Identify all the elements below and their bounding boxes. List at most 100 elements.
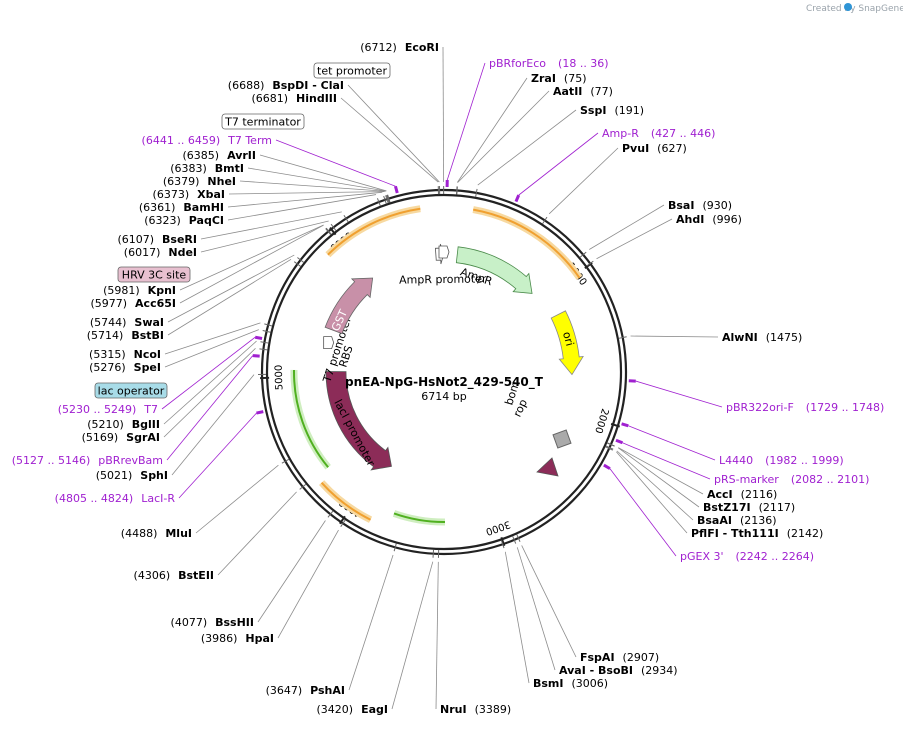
site-label-sgrai: (5169) SgrAI	[82, 431, 160, 444]
feature-box-label: T7 terminator	[224, 116, 301, 129]
enzyme-position: (191)	[614, 104, 644, 117]
site-label-text: AhdI(996)	[676, 213, 742, 226]
primer-name: pRS-marker	[714, 473, 779, 486]
leader-line	[200, 211, 342, 240]
enzyme-name: EagI	[361, 703, 388, 716]
primer-label-text: (6441 .. 6459)T7 Term	[142, 134, 272, 147]
site-mark	[264, 323, 273, 327]
enzyme-name: HindIII	[296, 92, 337, 105]
enzyme-position: (5714)	[87, 329, 124, 342]
site-mark	[297, 257, 305, 263]
site-mark	[259, 348, 268, 351]
enzyme-position: (5169)	[82, 431, 119, 444]
feature-box-t7-terminator: T7 terminator	[221, 113, 305, 130]
leader-line	[163, 340, 257, 425]
enzyme-position: (5744)	[90, 316, 127, 329]
site-label-text: (5315)NcoI	[89, 348, 161, 361]
primer-pbr322ori-f: pBR322ori-F(1729 .. 1748)	[726, 401, 884, 414]
enzyme-position: (77)	[590, 85, 613, 98]
site-mark	[293, 261, 301, 267]
enzyme-name: BssHII	[215, 616, 254, 629]
site-label-nhei: (6379)NheI	[163, 175, 236, 188]
site-label-text: (6688)BspDI - ClaI	[228, 79, 344, 92]
enzyme-position: (5977)	[90, 297, 127, 310]
site-label-mlui: (4488)MluI	[121, 527, 192, 540]
site-label-bstz17i: BstZ17I(2117)	[703, 501, 795, 514]
site-label-bsteii: (4306) BstEII	[134, 569, 214, 582]
site-mark	[325, 228, 332, 236]
enzyme-position: (2136)	[740, 514, 777, 527]
primer-mark	[256, 410, 264, 415]
site-label-text: PvuI(627)	[622, 142, 687, 155]
leader-line	[164, 322, 261, 355]
site-mark	[475, 188, 478, 197]
site-label-acci: AccI(2116)	[707, 488, 777, 501]
enzyme-name: EcoRI	[405, 41, 439, 54]
site-label-avrii: (6385)AvrII	[183, 149, 256, 162]
leader-line	[164, 329, 259, 368]
site-label-bseri: (6107)BseRI	[117, 233, 197, 246]
enzyme-position: (2117)	[759, 501, 796, 514]
leader-line	[227, 194, 377, 221]
promoter-arrow	[323, 336, 335, 349]
enzyme-name: FspAI	[580, 651, 615, 664]
site-label-text: (4488)MluI	[121, 527, 192, 540]
primer-range: (427 .. 446)	[651, 127, 716, 140]
site-label-pshai: (3647)PshAI	[266, 684, 345, 697]
primer-label-text: pBR322ori-F(1729 .. 1748)	[726, 401, 884, 414]
primer-mark	[514, 194, 521, 203]
primer-range: (18 .. 36)	[558, 57, 609, 70]
site-label-text: (5276)SpeI	[89, 361, 161, 374]
feature-box-label: tet promoter	[317, 65, 387, 78]
enzyme-name: AhdI	[676, 213, 704, 226]
enzyme-name: BamHI	[183, 201, 224, 214]
orf-arc	[320, 481, 371, 521]
enzyme-name: BstEII	[178, 569, 214, 582]
primer-l4440: L4440(1982 .. 1999)	[719, 454, 844, 467]
gst-arrow	[324, 277, 374, 335]
site-label-text: AatII(77)	[553, 85, 613, 98]
enzyme-name: SspI	[580, 104, 606, 117]
tick-label: 2000	[592, 407, 610, 435]
enzyme-name: XbaI	[197, 188, 225, 201]
site-label-swai: (5744)SwaI	[90, 316, 164, 329]
primer-label-text: pRS-marker(2082 .. 2101)	[714, 473, 869, 486]
enzyme-position: (4306)	[134, 569, 171, 582]
site-label-eagi: (3420)EagI	[317, 703, 388, 716]
leader-line	[616, 451, 688, 534]
site-label-bsai: BsaI(930)	[668, 199, 732, 212]
primer-range: (1729 .. 1748)	[806, 401, 885, 414]
feature-label-rbs: RBS	[336, 344, 355, 369]
enzyme-position: (6681)	[251, 92, 288, 105]
enzyme-name: PvuI	[622, 142, 649, 155]
leader-line	[340, 97, 439, 183]
enzyme-name: BsmI	[533, 677, 564, 690]
primer-leader	[446, 62, 486, 181]
enzyme-name: BspDI - ClaI	[272, 79, 344, 92]
tick-mark	[610, 422, 621, 428]
site-label-ahdi: AhdI(996)	[676, 213, 742, 226]
leader-line	[589, 204, 665, 250]
site-label-nrui: NruI(3389)	[440, 703, 511, 716]
primer-label-text: Amp-R(427 .. 446)	[602, 127, 715, 140]
site-label-text: (6379)NheI	[163, 175, 236, 188]
enzyme-name: SgrAI	[126, 431, 160, 444]
site-label-text: (4306) BstEII	[134, 569, 214, 582]
site-mark	[516, 534, 521, 542]
site-label-paqci: (6323)PaqCI	[144, 214, 224, 227]
site-label-aatii: AatII(77)	[553, 85, 613, 98]
orf-halo	[290, 369, 331, 470]
primer-range: (4805 .. 4824)	[55, 492, 134, 505]
leader-line	[257, 520, 326, 623]
primer-label-text: pGEX 3'(2242 .. 2264)	[680, 550, 814, 563]
site-mark	[343, 214, 349, 223]
feature-box-tet-promoter: tet promoter	[313, 62, 391, 79]
site-mark	[586, 260, 594, 267]
site-mark	[618, 336, 627, 339]
site-label-text: SspI (191)	[580, 104, 644, 117]
site-label-text: (6107)BseRI	[117, 233, 197, 246]
site-label-text: (5210)BglII	[87, 418, 160, 431]
enzyme-name: AccI	[707, 488, 733, 501]
site-label-ecori: (6712)EcoRI	[360, 41, 439, 54]
